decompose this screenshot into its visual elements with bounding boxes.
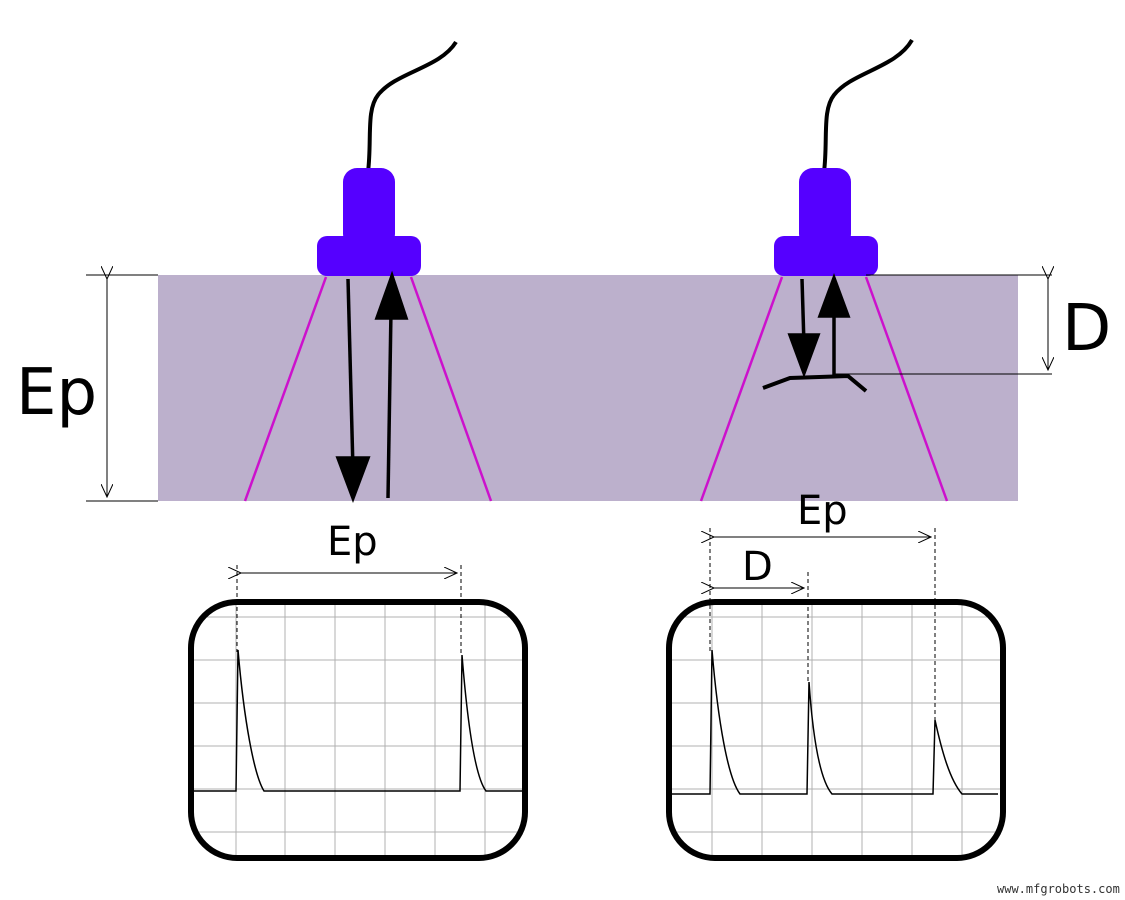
transducer-right — [774, 38, 914, 276]
transducer-left — [317, 40, 458, 276]
waveform-left — [191, 649, 522, 792]
sound-path-left — [335, 270, 409, 503]
thickness-label: Ep — [16, 356, 97, 430]
cable-right — [822, 38, 914, 173]
defect-crack — [762, 373, 868, 393]
screen-left-thickness-dimension — [237, 565, 462, 656]
sound-path-right — [787, 272, 851, 379]
depth-label: D — [1062, 292, 1111, 366]
oscilloscope-screen-left — [188, 599, 528, 861]
screen-right-thickness-label: Ep — [797, 488, 848, 534]
screen-right-dimensions — [710, 528, 936, 722]
beam-left — [243, 276, 493, 502]
cable-left — [366, 40, 458, 173]
depth-dimension — [834, 275, 1052, 375]
screen-right-depth-label: D — [742, 544, 773, 590]
thickness-dimension — [86, 275, 158, 502]
material-block — [158, 275, 1018, 501]
beam-right — [699, 276, 949, 502]
screen-left-thickness-label: Ep — [327, 519, 378, 565]
watermark: www.mfgrobots.com — [997, 882, 1120, 896]
oscilloscope-screen-right — [666, 599, 1006, 861]
waveform-right — [669, 649, 998, 795]
